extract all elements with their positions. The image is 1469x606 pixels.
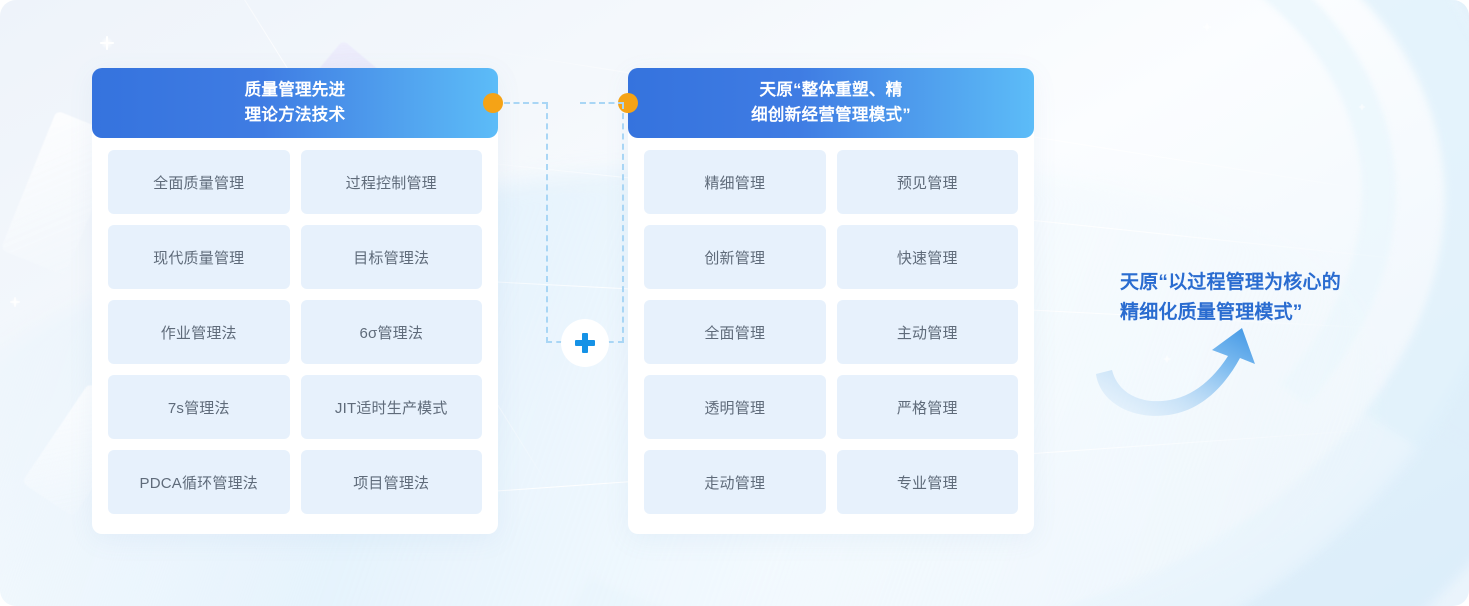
panel-tianyuan-model: 天原“整体重塑、精 细创新经营管理模式” 精细管理 预见管理 创新管理 快速管理…: [628, 68, 1034, 534]
list-item[interactable]: 专业管理: [836, 450, 1018, 514]
curved-up-arrow-icon: [1096, 328, 1255, 416]
list-item[interactable]: PDCA循环管理法: [108, 450, 290, 514]
conclusion-text: 天原“以过程管理为核心的 精细化质量管理模式”: [1120, 268, 1450, 329]
panel-header-line-1: 天原“整体重塑、精: [759, 81, 903, 100]
plus-icon: [575, 333, 595, 353]
list-item[interactable]: 全面质量管理: [108, 150, 290, 214]
list-item[interactable]: 全面管理: [644, 300, 826, 364]
list-item[interactable]: 主动管理: [836, 300, 1018, 364]
panel-quality-theory: 质量管理先进 理论方法技术 全面质量管理 过程控制管理 现代质量管理 目标管理法…: [92, 68, 498, 534]
list-item[interactable]: 预见管理: [836, 150, 1018, 214]
sparkle-icon: [1358, 103, 1366, 111]
list-item[interactable]: 快速管理: [836, 225, 1018, 289]
panel-header-line-2: 理论方法技术: [244, 106, 346, 124]
panel-header-line-1: 质量管理先进: [244, 81, 346, 100]
list-item[interactable]: 目标管理法: [300, 225, 482, 289]
list-item[interactable]: 6σ管理法: [300, 300, 482, 364]
list-item[interactable]: 创新管理: [644, 225, 826, 289]
connector-dash-vertical-left: [546, 103, 548, 343]
panel-header-line-2: 细创新经营管理模式”: [751, 106, 911, 124]
panel-tianyuan-model-grid: 精细管理 预见管理 创新管理 快速管理 全面管理 主动管理 透明管理 严格管理 …: [644, 150, 1018, 514]
panel-quality-theory-grid: 全面质量管理 过程控制管理 现代质量管理 目标管理法 作业管理法 6σ管理法 7…: [108, 150, 482, 514]
list-item[interactable]: 过程控制管理: [300, 150, 482, 214]
panel-quality-theory-header: 质量管理先进 理论方法技术: [92, 68, 498, 138]
list-item[interactable]: 透明管理: [644, 375, 826, 439]
sparkle-icon: [100, 36, 114, 50]
list-item[interactable]: 7s管理法: [108, 375, 290, 439]
sparkle-icon: [10, 297, 20, 307]
connector-dash-horizontal-right: [580, 102, 624, 104]
list-item[interactable]: 走动管理: [644, 450, 826, 514]
list-item[interactable]: 严格管理: [836, 375, 1018, 439]
plus-badge: [561, 319, 609, 367]
conclusion-line-2: 精细化质量管理模式”: [1120, 302, 1303, 324]
list-item[interactable]: JIT适时生产模式: [300, 375, 482, 439]
list-item[interactable]: 现代质量管理: [108, 225, 290, 289]
list-item[interactable]: 作业管理法: [108, 300, 290, 364]
connector-dot-left: [483, 93, 503, 113]
panel-tianyuan-model-header: 天原“整体重塑、精 细创新经营管理模式”: [628, 68, 1034, 138]
conclusion-line-1: 天原“以过程管理为核心的: [1120, 272, 1341, 293]
panel-connector: [483, 90, 640, 380]
sparkle-icon: [1203, 23, 1211, 31]
connector-dash-horizontal-left: [504, 102, 548, 104]
list-item[interactable]: 项目管理法: [300, 450, 482, 514]
connector-dash-vertical-right: [622, 103, 624, 343]
list-item[interactable]: 精细管理: [644, 150, 826, 214]
